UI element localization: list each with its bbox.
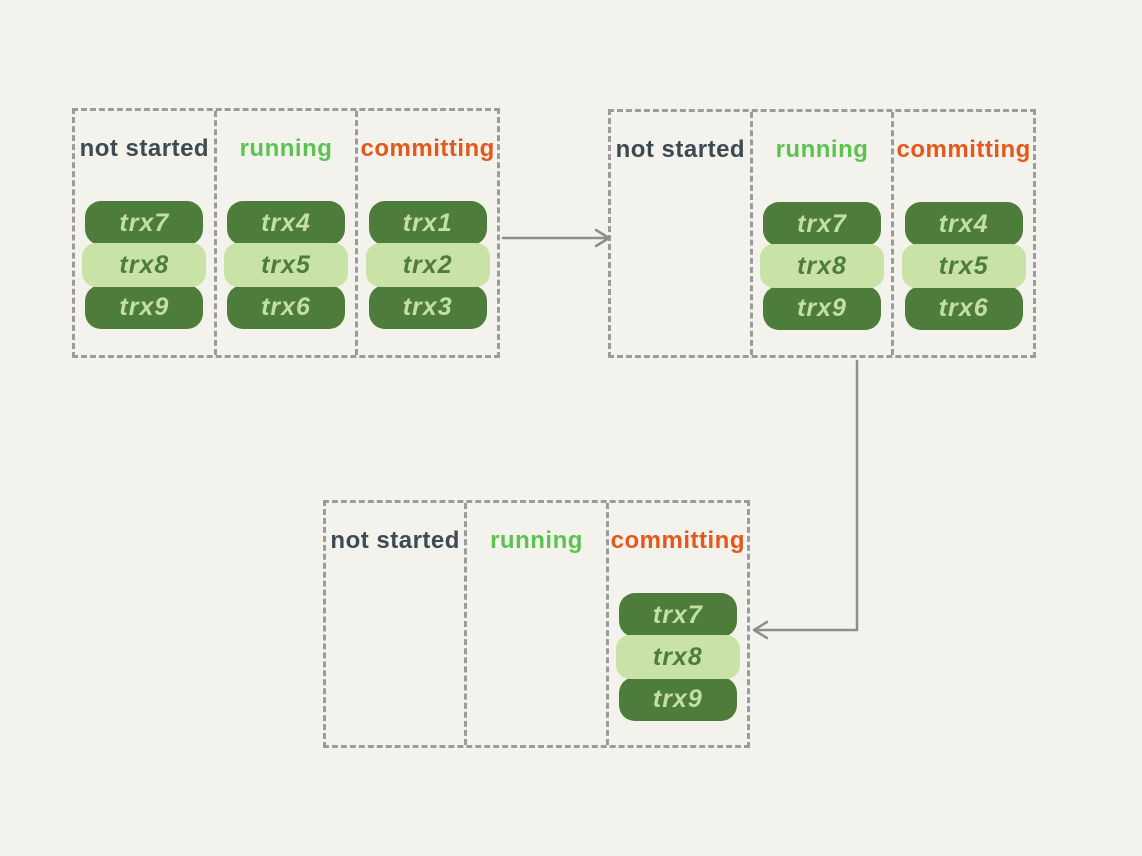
transaction-pill: trx5 [901, 244, 1026, 288]
transaction-pill: trx7 [618, 593, 737, 637]
column-committing: committing trx1 trx2 trx3 [355, 111, 497, 355]
column-not-started: not started trx7 trx8 trx9 [75, 111, 214, 355]
transaction-pill: trx9 [763, 286, 881, 330]
pill-stack: trx7 trx8 trx9 [75, 201, 214, 329]
transaction-pill: trx4 [904, 202, 1023, 246]
column-label-committing: committing [360, 135, 495, 162]
transaction-pill: trx5 [224, 243, 348, 287]
column-running: running trx4 trx5 trx6 [213, 111, 356, 355]
transaction-pill: trx4 [227, 201, 345, 245]
transaction-pill: trx7 [85, 201, 204, 245]
column-label-not-started: not started [79, 135, 210, 162]
arrow-stage2-to-stage3 [752, 359, 859, 640]
column-label-not-started: not started [615, 136, 746, 163]
column-running: running [464, 503, 605, 745]
column-label-committing: committing [896, 136, 1031, 163]
column-label-running: running [775, 136, 869, 163]
column-running: running trx7 trx8 trx9 [749, 112, 892, 355]
transaction-pill: trx6 [904, 286, 1023, 330]
state-board-stage-3: not started running committing trx7 trx8… [323, 500, 750, 748]
state-board-stage-1: not started trx7 trx8 trx9 running trx4 … [72, 108, 500, 358]
column-label-running: running [239, 135, 333, 162]
transaction-pill: trx9 [618, 677, 737, 721]
arrow-stage1-to-stage2 [501, 228, 611, 248]
transaction-pill: trx9 [85, 285, 204, 329]
state-board-stage-2: not started running trx7 trx8 trx9 commi… [608, 109, 1036, 358]
pill-stack: trx7 trx8 trx9 [753, 202, 892, 330]
column-label-running: running [490, 527, 583, 554]
column-not-started: not started [611, 112, 750, 355]
pill-stack: trx7 trx8 trx9 [609, 593, 747, 721]
transaction-pill: trx8 [82, 243, 207, 287]
pill-stack: trx1 trx2 trx3 [358, 201, 497, 329]
transaction-pill: trx7 [763, 202, 881, 246]
column-label-not-started: not started [330, 527, 460, 554]
column-not-started: not started [326, 503, 464, 745]
transaction-pill: trx1 [368, 201, 487, 245]
transaction-pill: trx6 [227, 285, 345, 329]
transaction-pill: trx8 [615, 635, 740, 679]
pill-stack: trx4 trx5 trx6 [894, 202, 1033, 330]
transaction-pill: trx8 [760, 244, 884, 288]
column-label-committing: committing [610, 527, 745, 554]
pill-stack: trx4 trx5 trx6 [217, 201, 356, 329]
transaction-pill: trx2 [365, 243, 490, 287]
column-committing: committing trx4 trx5 trx6 [891, 112, 1033, 355]
transaction-pill: trx3 [368, 285, 487, 329]
column-committing: committing trx7 trx8 trx9 [605, 503, 747, 745]
